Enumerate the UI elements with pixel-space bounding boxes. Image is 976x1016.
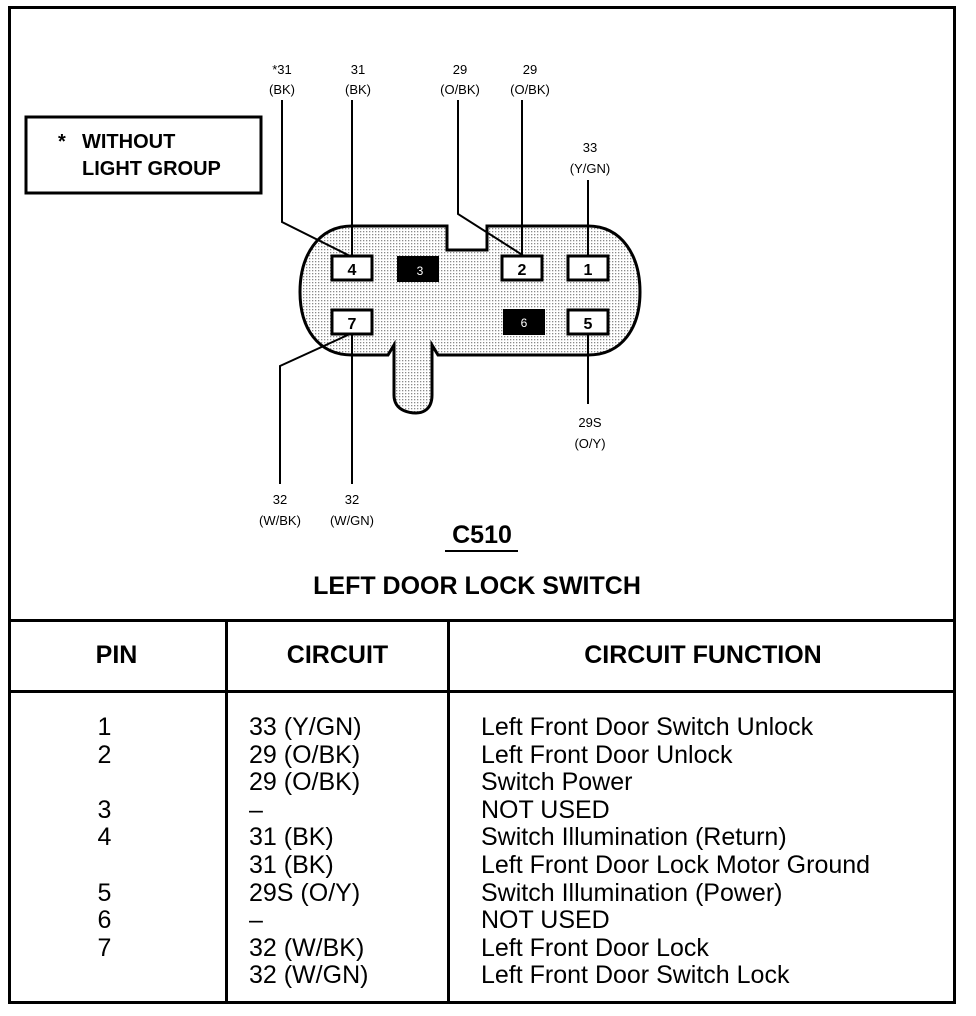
table-cell-function: NOT USED (481, 906, 610, 935)
wire-label-pin2-b-num: 29 (523, 62, 537, 77)
table-cell-circuit: 32 (W/BK) (249, 933, 365, 962)
legend-box (24, 115, 263, 195)
pin-6-label: 6 (521, 316, 528, 330)
wire-label-pin1-num: 33 (583, 140, 597, 155)
legend-line-2: LIGHT GROUP (82, 158, 221, 180)
pin-5-label: 5 (584, 316, 593, 333)
wire-label-pin4-a-color: (BK) (269, 82, 295, 97)
wire-pin4-a (281, 100, 351, 257)
pin-1-label: 1 (584, 262, 593, 279)
pin-3-box (397, 256, 439, 282)
wire-label-pin2-a-num: 29 (453, 62, 467, 77)
table-cell-pin: 6 (97, 906, 112, 935)
wire-label-pin5-num: 29S (578, 415, 601, 430)
table-cell-pin (8, 852, 201, 880)
header-circuit-function: CIRCUIT FUNCTION (584, 641, 822, 669)
pin-2-box (500, 254, 544, 282)
wire-label-pin7-a-color: (W/BK) (259, 513, 301, 528)
wire-pin7-a (279, 333, 351, 484)
table-col-divider-2 (447, 619, 450, 1004)
circuit-column: 33 (Y/GN)29 (O/BK)29 (O/BK)–31 (BK)31 (B… (249, 713, 369, 990)
pin-4-box (330, 254, 374, 282)
connector-id: C510 (452, 521, 512, 549)
table-cell-pin (8, 962, 201, 990)
wire-pin2-a (457, 100, 525, 257)
table-cell-pin: 5 (97, 878, 112, 907)
table-cell-function: Switch Illumination (Return) (481, 823, 787, 852)
table-cell-circuit: – (249, 906, 263, 935)
connector-body (298, 224, 642, 415)
table-cell-circuit: 33 (Y/GN) (249, 713, 362, 741)
table-cell-pin: 3 (97, 795, 112, 824)
table-cell-function: NOT USED (481, 795, 610, 824)
legend-star: * (58, 131, 66, 153)
table-cell-function: Left Front Door Lock (481, 933, 709, 962)
wire-label-pin4-b-color: (BK) (345, 82, 371, 97)
table-cell-circuit: 29 (O/BK) (249, 768, 361, 797)
table-cell-circuit: 29 (O/BK) (249, 740, 361, 769)
table-top-border (8, 619, 956, 622)
table-cell-circuit: 31 (BK) (249, 823, 334, 852)
table-cell-function: Left Front Door Switch Unlock (481, 713, 814, 741)
header-pin: PIN (95, 641, 138, 669)
table-cell-pin: 4 (97, 823, 112, 852)
pin-6-box (503, 309, 545, 335)
table-header-divider (8, 690, 956, 693)
pin-7-box (330, 308, 374, 336)
header-circuit: CIRCUIT (286, 641, 389, 669)
diagram-title: LEFT DOOR LOCK SWITCH (313, 572, 641, 600)
wire-label-pin4-a-num: *31 (272, 62, 292, 77)
pin-4-label: 4 (348, 262, 357, 279)
pin-5-box (566, 308, 610, 336)
pin-7-label: 7 (348, 316, 357, 333)
legend-line-1: WITHOUT (82, 131, 175, 153)
figure-frame (8, 6, 956, 1004)
connector-diagram: * WITHOUT LIGHT GROUP 4 3 2 1 7 6 5 *31 … (24, 62, 642, 600)
table-cell-function: Left Front Door Switch Lock (481, 961, 790, 990)
pin-1-box (566, 254, 610, 282)
table-cell-circuit: 32 (W/GN) (249, 961, 369, 990)
wire-label-pin4-b-num: 31 (351, 62, 365, 77)
table-cell-circuit: – (249, 795, 263, 824)
table-cell-pin: 7 (97, 933, 112, 962)
table-cell-pin: 1 (97, 713, 112, 741)
wire-label-pin2-a-color: (O/BK) (440, 82, 480, 97)
table-col-divider-1 (225, 619, 228, 1004)
table-cell-function: Left Front Door Lock Motor Ground (481, 850, 871, 879)
pin-2-label: 2 (518, 262, 527, 279)
table-cell-circuit: 29S (O/Y) (249, 878, 361, 907)
table-cell-function: Switch Power (481, 768, 633, 797)
table-cell-pin (8, 769, 201, 797)
wire-label-pin7-b-color: (W/GN) (330, 513, 374, 528)
table-cell-function: Left Front Door Unlock (481, 740, 733, 769)
table-cell-function: Switch Illumination (Power) (481, 878, 783, 907)
pin-3-label: 3 (417, 264, 424, 278)
wire-label-pin2-b-color: (O/BK) (510, 82, 550, 97)
wire-label-pin1-color: (Y/GN) (570, 161, 610, 176)
table-cell-pin: 2 (97, 740, 112, 769)
wire-label-pin7-b-num: 32 (345, 492, 359, 507)
wire-label-pin5-color: (O/Y) (574, 436, 605, 451)
table-cell-circuit: 31 (BK) (249, 850, 334, 879)
wire-label-pin7-a-num: 32 (273, 492, 287, 507)
